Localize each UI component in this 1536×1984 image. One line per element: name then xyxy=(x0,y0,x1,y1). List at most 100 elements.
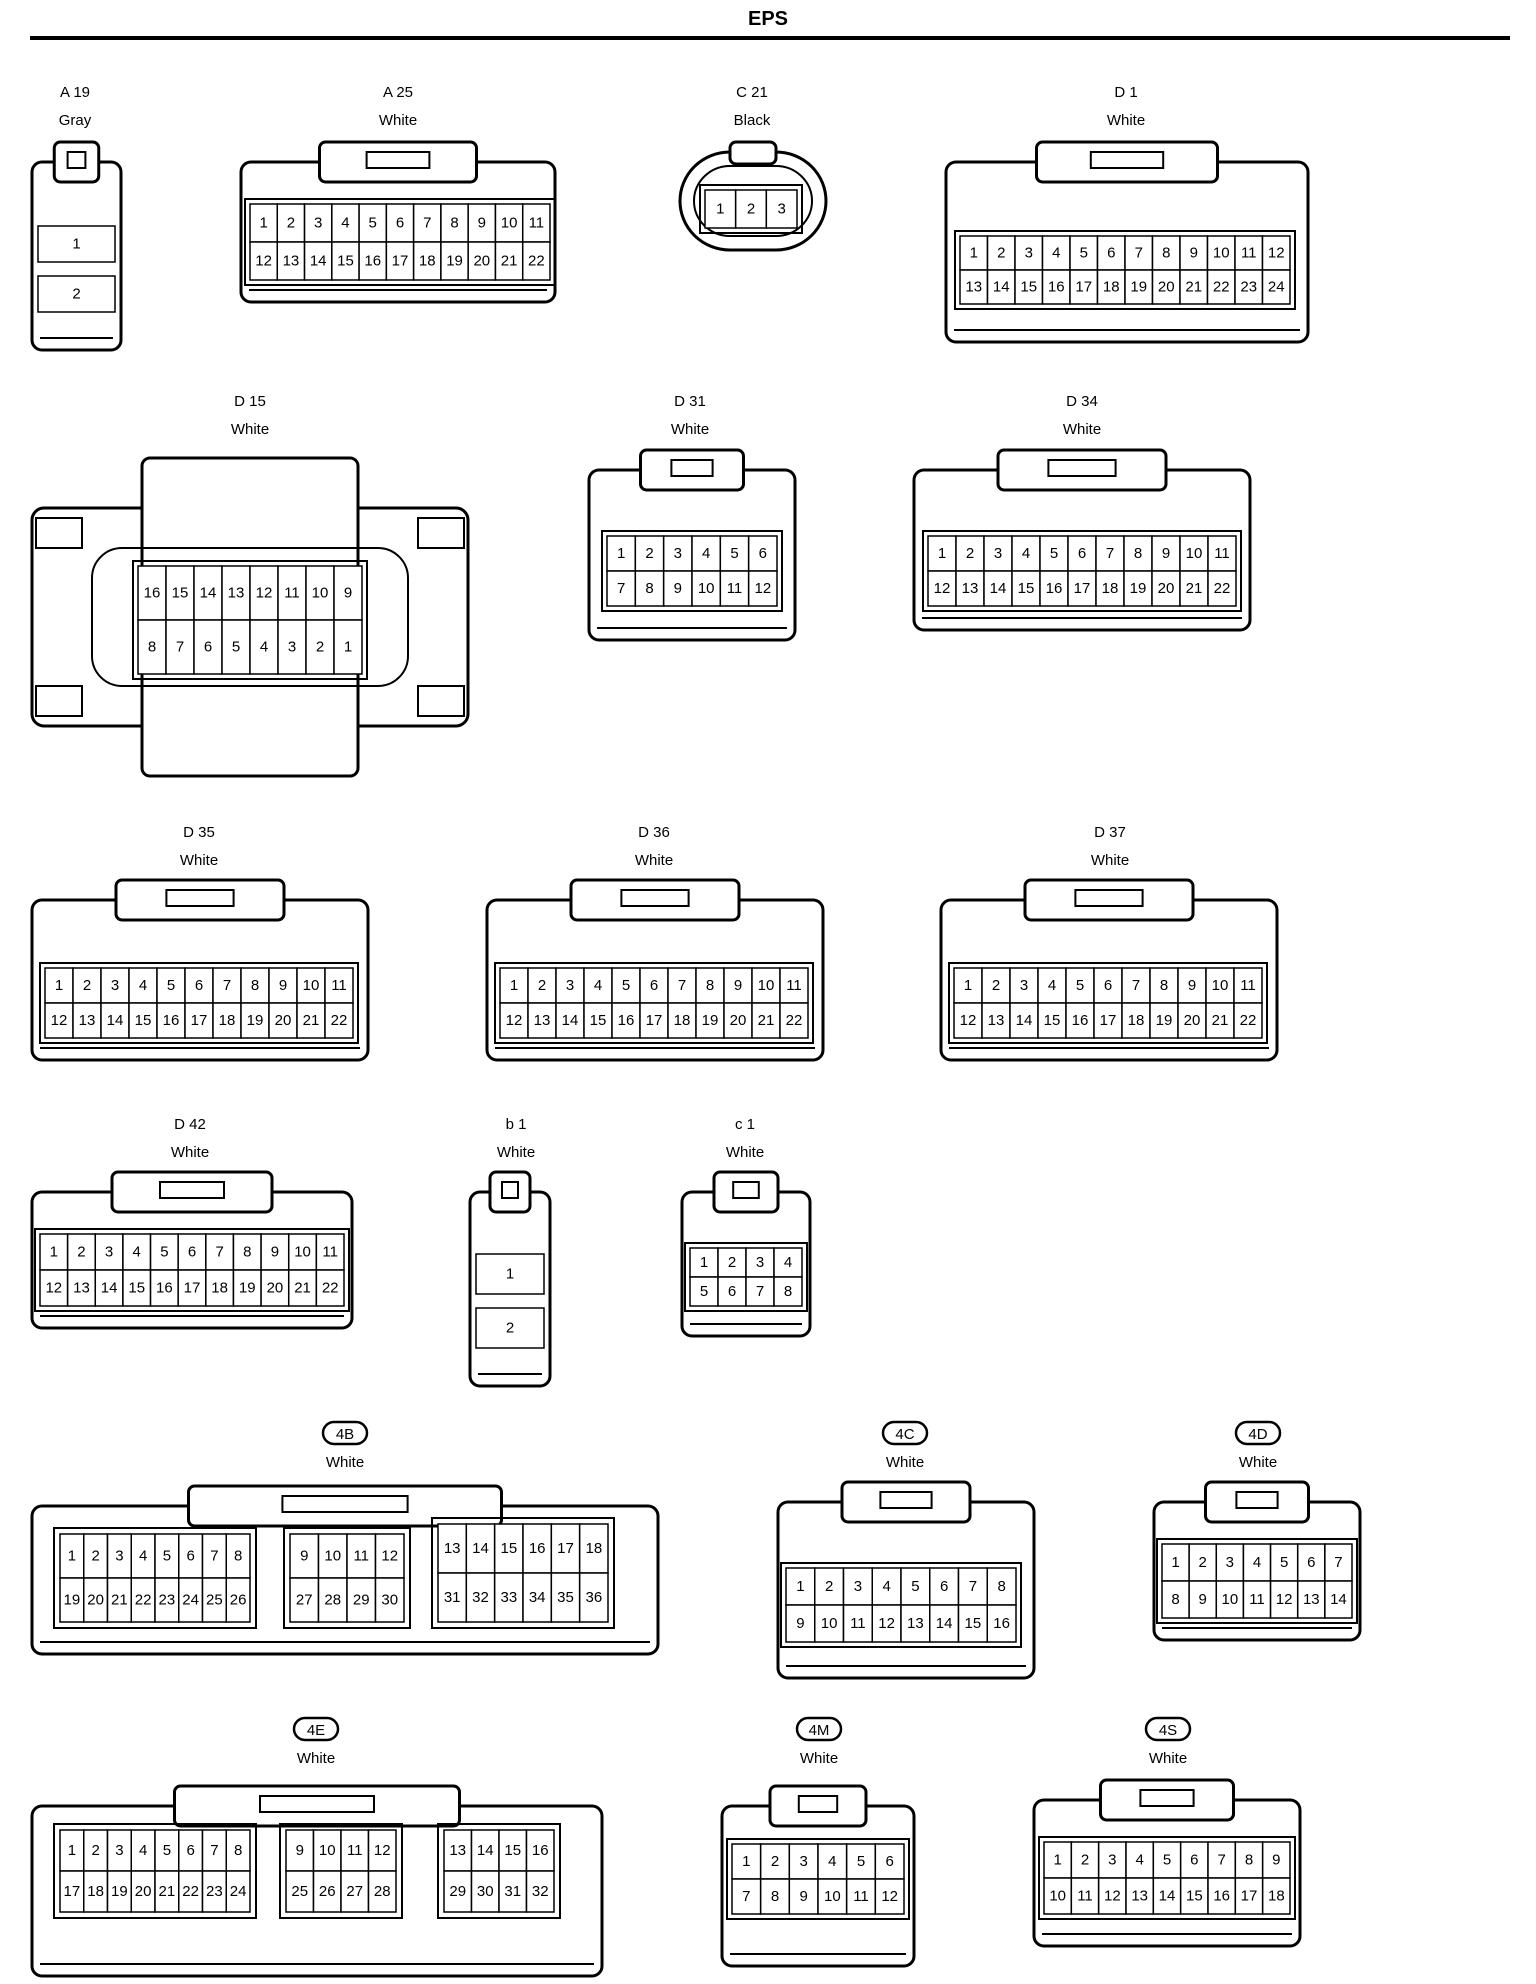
connector-4b-color: White xyxy=(326,1454,364,1471)
connector-d-36-pin-label: 2 xyxy=(538,977,546,994)
connector-d-34-pin-label: 12 xyxy=(934,580,951,597)
connector-4e-pin-cell xyxy=(367,1870,397,1913)
connector-d-37-pin-label: 19 xyxy=(1156,1012,1173,1029)
connector-d-31-latch xyxy=(639,448,745,492)
connector-d-37-pin-label: 2 xyxy=(992,977,1000,994)
connector-d-35-latch-tab xyxy=(165,889,235,907)
connector-4d-color: White xyxy=(1239,1454,1277,1471)
connector-4e-pin-label: 4 xyxy=(139,1842,147,1859)
connector-d-1-pin-label: 17 xyxy=(1075,279,1092,296)
connector-4e-pin-cell xyxy=(443,1870,473,1913)
connector-d-36-pin-label: 15 xyxy=(590,1012,607,1029)
connector-4m-pin-label: 3 xyxy=(799,1853,807,1870)
connector-d-34-pin-label: 4 xyxy=(1022,545,1030,562)
connector-d-34-pin-frame xyxy=(922,530,1242,612)
connector-d-35-pin-frame xyxy=(39,962,359,1044)
connector-4m-pin-cell xyxy=(817,1878,848,1915)
connector-4e-pin-label: 12 xyxy=(374,1842,391,1859)
connector-4c-latch-tab xyxy=(879,1491,933,1509)
connector-d-1-pin-label: 8 xyxy=(1162,245,1170,262)
connector-d-35-pin-cell xyxy=(72,967,102,1004)
connector-d-42-color: White xyxy=(171,1144,209,1161)
connector-a-19-latch xyxy=(52,140,101,184)
connector-4m-id: 4M xyxy=(809,1722,830,1739)
connector-d-36-pin-cell xyxy=(751,1002,781,1039)
connector-4c-pin-cell xyxy=(900,1604,931,1643)
connector-4c-pin-label: 7 xyxy=(969,1578,977,1595)
connector-d-31-pin-label: 1 xyxy=(617,545,625,562)
connector-d-1-pin-label: 23 xyxy=(1240,279,1257,296)
connector-d-34-pin-cell xyxy=(1011,535,1041,572)
connector-4d-pin-label: 3 xyxy=(1226,1554,1234,1571)
connector-4m-pin-label: 9 xyxy=(799,1888,807,1905)
connector-d-35-pin-cell xyxy=(240,1002,270,1039)
connector-d-31-id: D 31 xyxy=(674,393,706,410)
connector-d-35-pin-cell xyxy=(268,1002,298,1039)
connector-d-36-pin-label: 7 xyxy=(678,977,686,994)
connector-4s-pin-cell xyxy=(1234,1841,1264,1879)
connector-c-21-color: Black xyxy=(734,112,771,129)
connector-4b-pin-label: 6 xyxy=(186,1548,194,1565)
connector-4d-pin-label: 2 xyxy=(1199,1554,1207,1571)
connector-a-25-pin-cell xyxy=(276,241,306,281)
connector-d-1-pin-cell xyxy=(1179,269,1209,305)
connector-4b-pin-label: 11 xyxy=(353,1548,369,1565)
connector-d-34-id: D 34 xyxy=(1066,393,1098,410)
connector-d-1-pin-label: 1 xyxy=(970,245,978,262)
connector-c-1-pin-label: 7 xyxy=(756,1283,764,1300)
connector-4s-pin-frame xyxy=(1038,1836,1296,1920)
connector-4b-pin-cell xyxy=(225,1577,251,1623)
connector-d-31-pin-frame xyxy=(601,530,783,612)
connector-d-42-pin-label: 3 xyxy=(105,1244,113,1261)
connector-4e-pin-label: 10 xyxy=(319,1842,336,1859)
connector-4b-pin-label: 22 xyxy=(135,1592,152,1609)
connector-d-37-pin-label: 21 xyxy=(1212,1012,1229,1029)
connector-c-1-pin-label: 1 xyxy=(700,1254,708,1271)
connector-d-15-pin-frame xyxy=(132,560,368,680)
connector-4e-id: 4E xyxy=(307,1722,325,1739)
connector-d-42-pin-label: 14 xyxy=(101,1280,118,1297)
connector-c-1-id: c 1 xyxy=(735,1116,755,1133)
connector-d-42-pin-label: 13 xyxy=(73,1280,90,1297)
connector-4b-pin-label: 10 xyxy=(324,1548,341,1565)
connector-d-1-pin-label: 20 xyxy=(1158,279,1175,296)
connector-d-42-pin-cell xyxy=(39,1269,69,1307)
connector-4b-pin-cell xyxy=(374,1577,405,1623)
connector-a-25-pin-label: 22 xyxy=(528,253,545,270)
connector-d-35-pin-label: 5 xyxy=(167,977,175,994)
connector-d-34-pin-cell xyxy=(1095,535,1125,572)
connector-d-35-pin-label: 22 xyxy=(331,1012,348,1029)
connector-d-37-pin-cell xyxy=(1177,1002,1207,1039)
connector-4e-pin-cell xyxy=(340,1870,370,1913)
connector-a-25-pin-label: 20 xyxy=(473,253,490,270)
connector-d-36-pin-label: 11 xyxy=(786,977,802,994)
connector-c-21-latch xyxy=(728,140,778,166)
connector-4m-latch-tab xyxy=(797,1795,839,1813)
connector-4s-pin-label: 7 xyxy=(1217,1852,1225,1869)
connector-4c-pin-label: 8 xyxy=(997,1578,1005,1595)
connector-d-15-pin-cell xyxy=(333,619,363,675)
connector-4m-pin-label: 7 xyxy=(742,1888,750,1905)
connector-d-42-pin-label: 17 xyxy=(184,1280,201,1297)
connector-4s-pin-label: 2 xyxy=(1081,1852,1089,1869)
connector-c-1-pin-label: 6 xyxy=(728,1283,736,1300)
connector-4s-pin-label: 10 xyxy=(1049,1888,1066,1905)
connector-d-15-pin-label: 9 xyxy=(344,585,352,602)
connector-d-42-pin-cell xyxy=(260,1233,290,1271)
connector-4b-pin-label: 16 xyxy=(529,1540,546,1557)
connector-d-31-color: White xyxy=(671,421,709,438)
connector-4d-pin-cell xyxy=(1242,1580,1272,1619)
connector-a-25-pin-cell xyxy=(385,203,415,243)
connector-d-34-latch-tab xyxy=(1047,459,1117,477)
connector-4d-pin-label: 6 xyxy=(1307,1554,1315,1571)
connector-4b-pin-label: 33 xyxy=(500,1589,517,1606)
connector-4c-pin-frame xyxy=(780,1562,1022,1648)
connector-d-31-pin-label: 10 xyxy=(698,580,715,597)
connector-4b-pin-label: 23 xyxy=(159,1592,176,1609)
connector-4d-pin-label: 13 xyxy=(1303,1591,1320,1608)
connector-a-19-id: A 19 xyxy=(60,84,90,101)
connector-4c-id: 4C xyxy=(895,1426,914,1443)
